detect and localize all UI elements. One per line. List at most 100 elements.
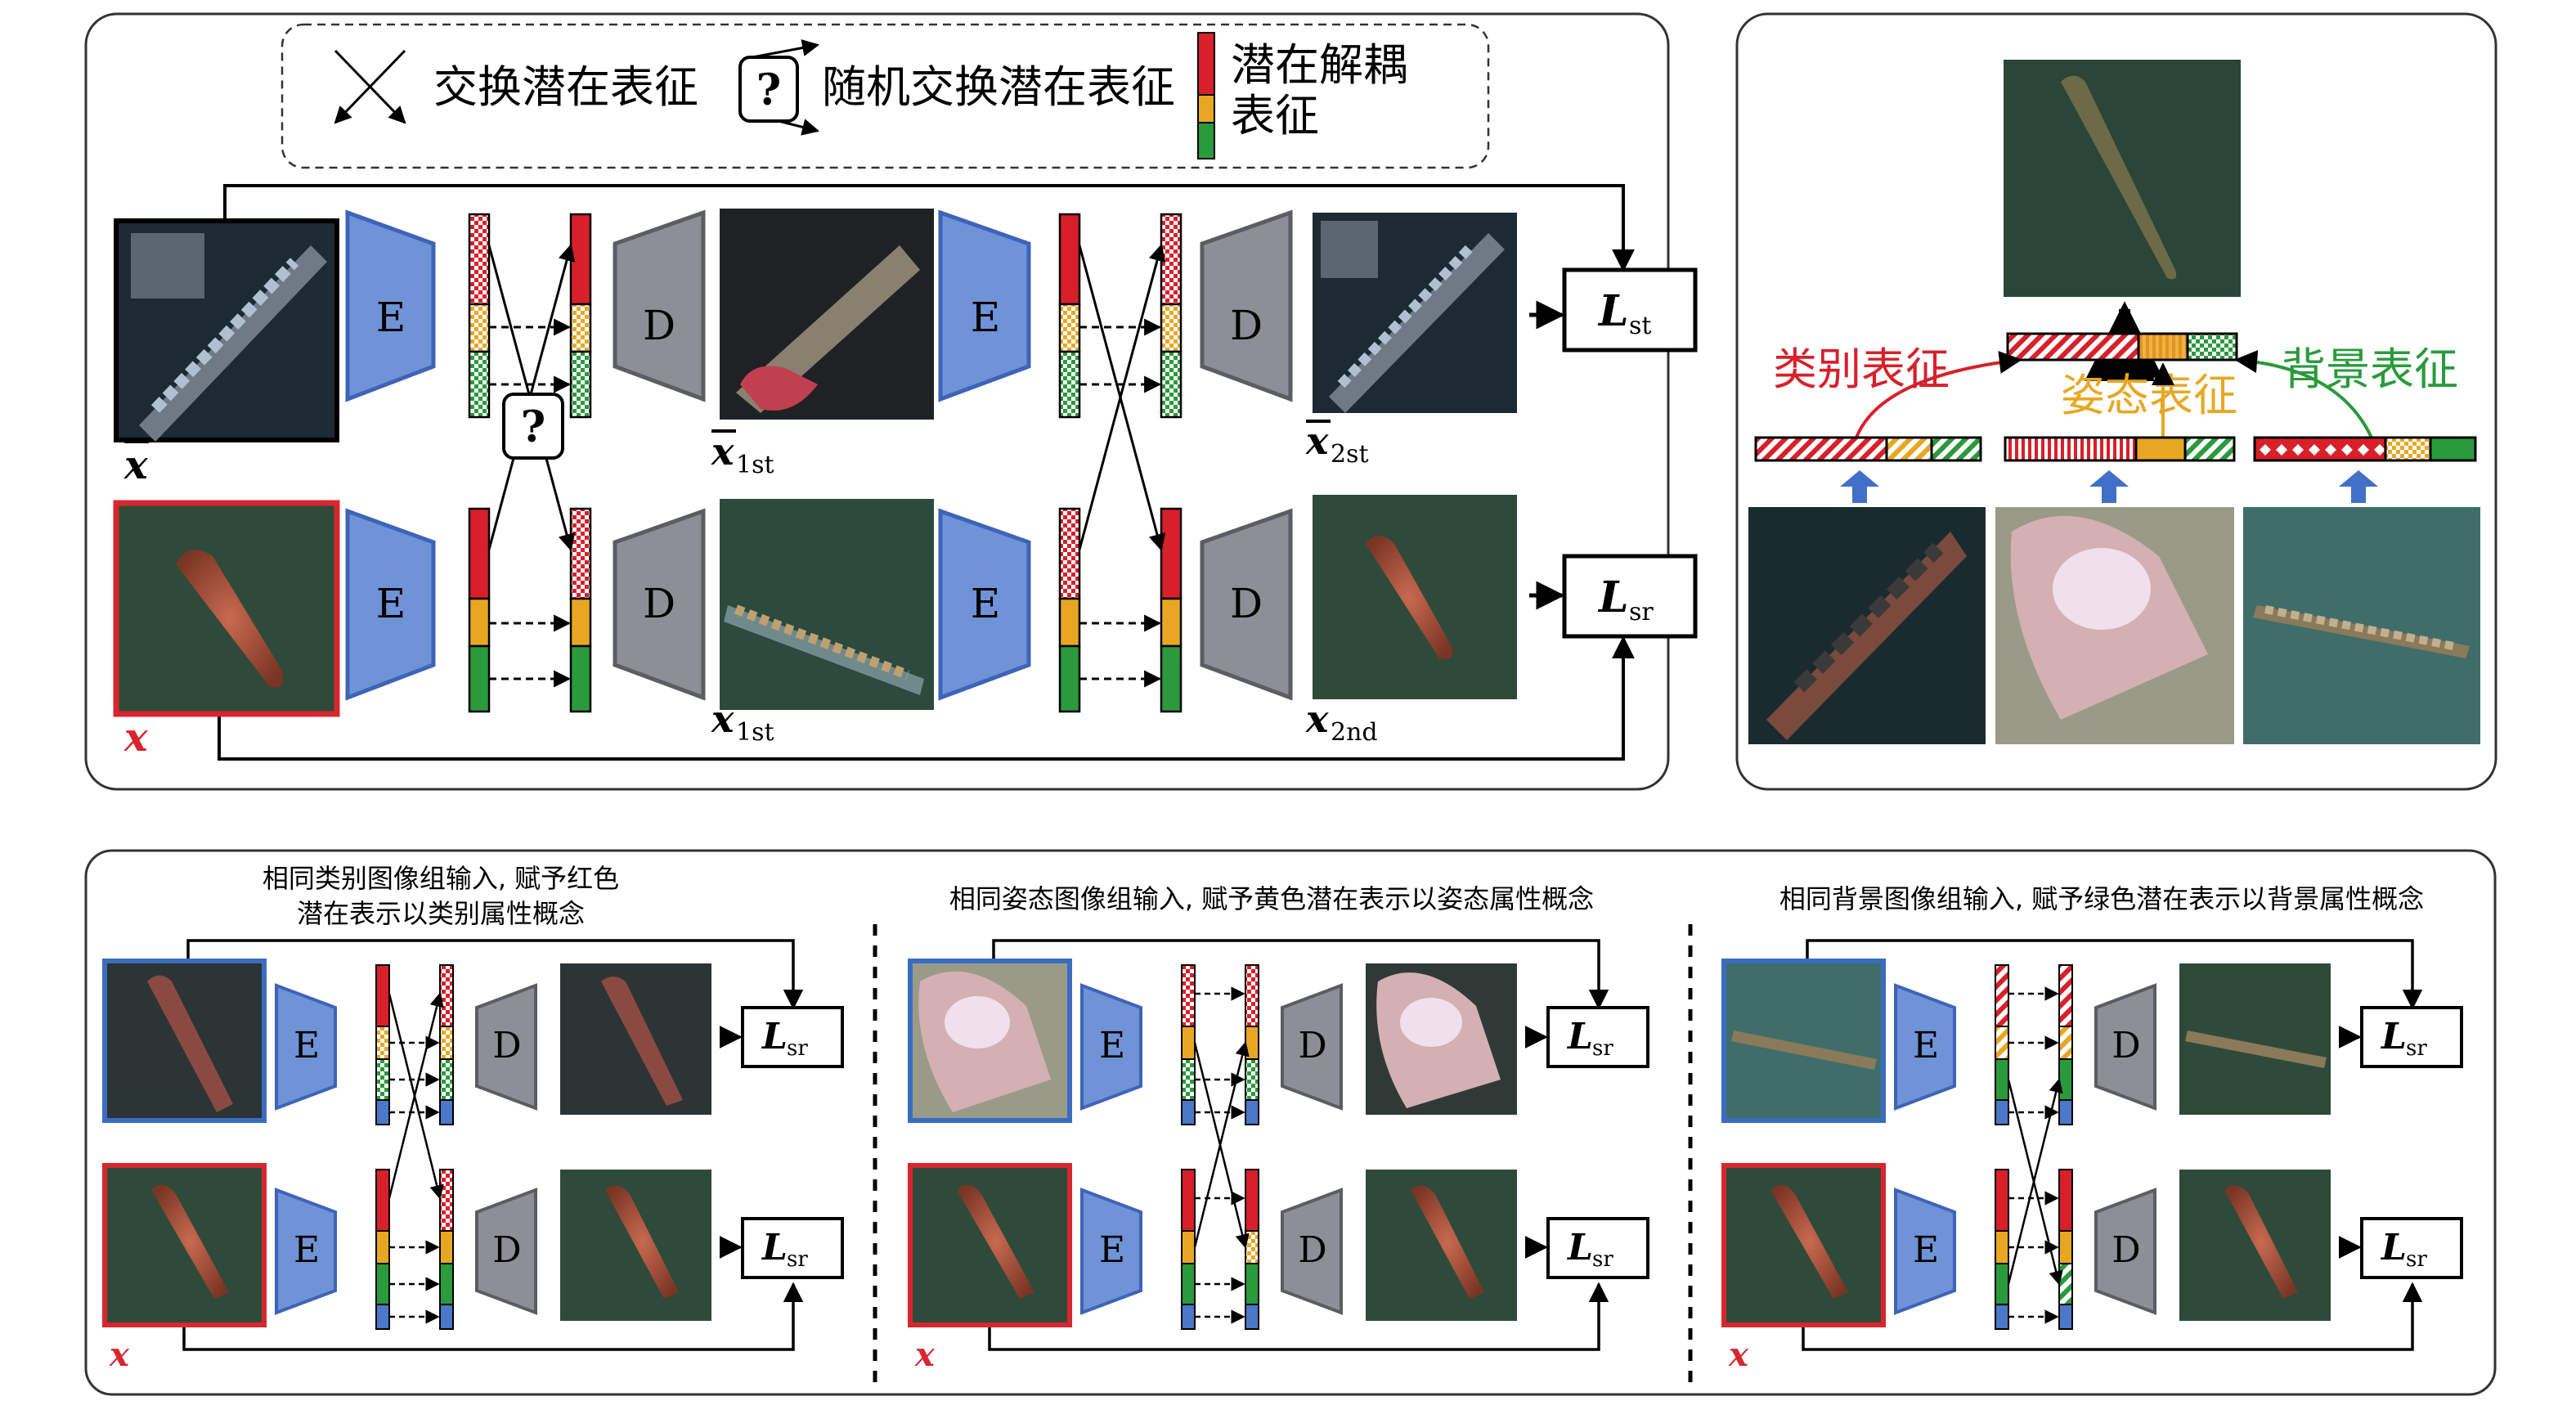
encoder-top-1: E (345, 209, 436, 402)
svg-text:sr: sr (2406, 1036, 2427, 1061)
latent-bar-top-3 (1058, 213, 1081, 419)
label-x1st-bottom-sub: 1st (736, 718, 774, 747)
encoder-top-2: E (938, 209, 1031, 402)
panel2-caption: 相同姿态图像组输入, 赋予黄色潜在表示以姿态属性概念 (949, 883, 1594, 914)
svg-text:sr: sr (1592, 1036, 1613, 1061)
svg-text:sr: sr (2406, 1247, 2427, 1272)
concept-input-image-1 (1748, 507, 1986, 744)
label-category: 类别表征 (1773, 344, 1950, 395)
svg-text:L: L (1597, 286, 1629, 336)
swap-icon (334, 49, 406, 124)
image-x2nd (1313, 495, 1517, 699)
latent-bar-bottom-2 (569, 507, 592, 713)
bottom-feedback-line (218, 635, 1635, 761)
legend-disentangled-line1: 潜在解耦 (1231, 39, 1407, 91)
latent-bar-legend-icon (1197, 32, 1215, 159)
concept-bar-category (1754, 436, 1982, 462)
svg-text:E: E (1099, 1025, 1125, 1066)
svg-text:L: L (761, 1227, 788, 1269)
svg-text:st: st (1629, 312, 1651, 340)
top-feedback-line (223, 184, 1635, 272)
concept-generated-image (2004, 60, 2241, 297)
svg-text:D: D (2112, 1025, 2140, 1066)
svg-text:L: L (2380, 1227, 2407, 1269)
random-swap-icon: ? (738, 39, 820, 136)
latent-bar-bottom-1 (468, 507, 491, 713)
decoder-top-2: D (1200, 209, 1293, 402)
label-background: 背景表征 (2282, 344, 2458, 395)
svg-text:E: E (376, 294, 406, 341)
svg-text:E: E (376, 580, 406, 627)
latent-bar-top-1 (468, 213, 491, 419)
legend-random-swap-label: 随机交换潜在表征 (822, 61, 1175, 113)
legend-disentangled-line2: 表征 (1231, 90, 1319, 141)
decoder-top-1: D (613, 209, 706, 402)
svg-text:L: L (2380, 1016, 2407, 1057)
svg-text:sr: sr (1592, 1247, 1613, 1272)
label-pose: 姿态表征 (2061, 370, 2237, 421)
image-x1st-top (720, 209, 934, 420)
input-image-xbar (114, 218, 339, 442)
svg-text:D: D (2112, 1229, 2140, 1271)
svg-text:E: E (1099, 1229, 1125, 1271)
panel1-caption-line1: 相同类别图像组输入, 赋予红色 (263, 863, 619, 894)
encoder-bottom-1: E (345, 508, 436, 701)
svg-text:E: E (1913, 1025, 1939, 1066)
panel3-caption: 相同背景图像组输入, 赋予绿色潜在表示以背景属性概念 (1779, 883, 2424, 914)
image-x1st-bottom (720, 499, 934, 710)
swap-lines-1 (487, 243, 576, 688)
svg-text:x: x (914, 1336, 936, 1374)
svg-text:D: D (1298, 1025, 1326, 1066)
panel-concept-frame (1735, 12, 2497, 791)
concept-bar-background (2253, 436, 2477, 462)
image-x2st (1313, 213, 1517, 413)
panel-bottom-frame (84, 849, 2497, 1396)
bottom-sub-panel-3: x E E D D (1721, 939, 2463, 1374)
decoder-bottom-2: D (1200, 508, 1293, 701)
svg-text:?: ? (521, 402, 545, 452)
svg-text:x: x (1728, 1336, 1749, 1374)
decoder-bottom-1: D (613, 508, 706, 701)
label-x2st: x (1305, 419, 1329, 463)
label-x1st-top: x (711, 429, 734, 474)
label-x2st-sub: 2st (1331, 440, 1369, 469)
svg-text:D: D (643, 580, 675, 627)
label-x1st-bottom: x (711, 697, 734, 741)
label-xbar: x (123, 442, 149, 488)
svg-text:sr: sr (1629, 598, 1654, 626)
svg-text:E: E (294, 1025, 320, 1066)
random-swap-box: ? (502, 393, 564, 460)
svg-text:D: D (1230, 580, 1263, 627)
latent-bar-bottom-3 (1058, 507, 1081, 713)
latent-bar-top-2 (569, 213, 592, 419)
latent-bar-top-4 (1160, 213, 1183, 419)
curve-background (2234, 350, 2373, 438)
label-x2nd-sub: 2nd (1331, 718, 1378, 747)
loss-sr-box: L sr (1562, 554, 1698, 639)
legend-box (280, 23, 1490, 169)
svg-text:x: x (109, 1336, 130, 1374)
label-x1st-top-sub: 1st (736, 451, 774, 479)
loss-st-box: L st (1562, 267, 1698, 352)
concept-input-image-3 (2243, 507, 2480, 744)
svg-text:E: E (1913, 1229, 1939, 1271)
latent-bar-bottom-4 (1160, 507, 1183, 713)
svg-text:L: L (1566, 1227, 1593, 1269)
svg-text:D: D (1298, 1229, 1326, 1271)
swap-lines-2 (1078, 243, 1166, 688)
concept-bar-pose (2004, 436, 2236, 462)
svg-text:L: L (1566, 1016, 1593, 1057)
concept-input-image-2 (1995, 507, 2234, 744)
svg-text:D: D (1230, 302, 1263, 349)
svg-text:D: D (492, 1229, 521, 1271)
svg-text:L: L (1597, 573, 1629, 622)
svg-text:E: E (971, 580, 1001, 627)
question-mark-label: ? (756, 65, 781, 115)
bottom-sub-panel-1: x E E D D (102, 939, 844, 1374)
concept-combined-bar (2006, 332, 2238, 361)
curve-category (1855, 351, 2022, 438)
svg-text:L: L (761, 1016, 788, 1057)
encoder-bottom-2: E (938, 508, 1031, 701)
svg-text:sr: sr (787, 1036, 808, 1061)
